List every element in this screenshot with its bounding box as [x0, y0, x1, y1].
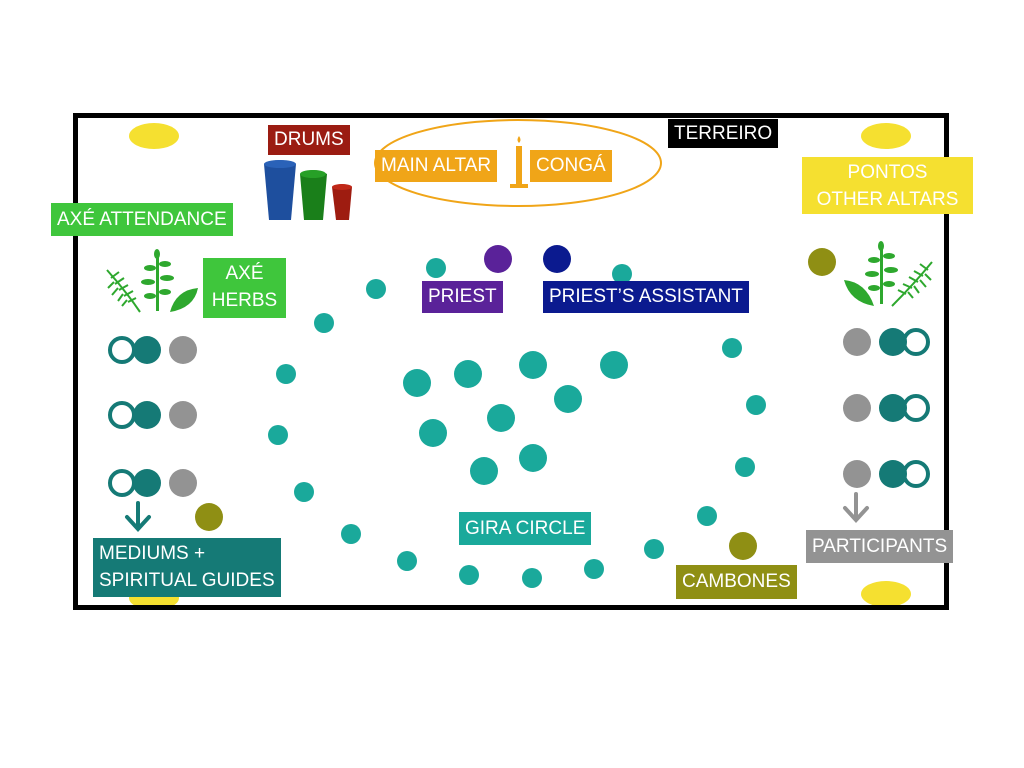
- gira-medium-dot: [612, 264, 632, 284]
- herb-sprig-icon: [865, 241, 898, 304]
- gira-center-dot: [454, 360, 482, 388]
- drum-icon: [264, 160, 352, 220]
- axe-herbs-label-line1: AXÉ: [225, 263, 264, 284]
- cambone-dot: [729, 532, 757, 560]
- participant-dot: [843, 460, 871, 488]
- terreiro-label: TERREIRO: [668, 119, 779, 148]
- participant-dot: [843, 394, 871, 422]
- participant-dot: [169, 469, 197, 497]
- medium-dot: [133, 469, 161, 497]
- medium-dot: [879, 460, 907, 488]
- pontos-other-altars-label: PONTOS OTHER ALTARS: [802, 157, 973, 214]
- main-altar-label: MAIN ALTAR: [375, 150, 498, 182]
- gira-medium-dot: [341, 524, 361, 544]
- gira-medium-dot: [294, 482, 314, 502]
- participants-label: PARTICIPANTS: [806, 530, 954, 563]
- priest-dot: [484, 245, 512, 273]
- arrow-down-icon: [125, 501, 151, 532]
- gira-center-dot: [487, 404, 515, 432]
- right-medium-rows: [843, 328, 930, 488]
- gira-center-dot: [470, 457, 498, 485]
- terreiro-frame: [73, 113, 949, 610]
- gira-circle-dots: [268, 258, 766, 588]
- gira-center-dot: [519, 351, 547, 379]
- arrow-down-icon: [843, 492, 869, 523]
- medium-dot: [133, 401, 161, 429]
- gira-medium-dot: [584, 559, 604, 579]
- gira-center-dot: [419, 419, 447, 447]
- left-medium-rows: [108, 336, 197, 497]
- spiritual-guide-ring: [902, 394, 930, 422]
- gira-medium-dot: [722, 338, 742, 358]
- gira-medium-dot: [397, 551, 417, 571]
- gira-medium-dot: [366, 279, 386, 299]
- gira-center-dot: [519, 444, 547, 472]
- spiritual-guide-ring: [902, 460, 930, 488]
- cambone-dot: [808, 248, 836, 276]
- pontos-label-line2: OTHER ALTARS: [816, 189, 959, 210]
- spiritual-guide-ring: [108, 336, 136, 364]
- gira-medium-dot: [697, 506, 717, 526]
- leaf-icon: [170, 288, 198, 312]
- herb-sprig-icon: [141, 249, 174, 311]
- gira-center-dot: [403, 369, 431, 397]
- leaf-icon: [844, 280, 874, 306]
- gira-medium-dot: [426, 258, 446, 278]
- priests-assistant-label: PRIEST’S ASSISTANT: [543, 281, 749, 313]
- medium-dot: [879, 394, 907, 422]
- gira-medium-dot: [268, 425, 288, 445]
- axe-herbs-label: AXÉ HERBS: [203, 258, 286, 318]
- mediums-label-line1: MEDIUMS +: [99, 543, 206, 564]
- drums-label: DRUMS: [268, 125, 350, 155]
- axe-herbs-label-line2: HERBS: [211, 290, 278, 311]
- gira-medium-dot: [459, 565, 479, 585]
- medium-dot: [879, 328, 907, 356]
- spiritual-guide-ring: [108, 469, 136, 497]
- gira-medium-dot: [314, 313, 334, 333]
- fern-icon: [106, 269, 141, 313]
- gira-medium-dot: [746, 395, 766, 415]
- cambones-label: CAMBONES: [676, 565, 797, 599]
- gira-center-dot: [600, 351, 628, 379]
- gira-medium-dot: [644, 539, 664, 559]
- spiritual-guide-ring: [902, 328, 930, 356]
- spiritual-guide-ring: [108, 401, 136, 429]
- corner-marker-top-right: [861, 123, 911, 149]
- cambone-dot: [195, 503, 223, 531]
- priests-assistant-dot: [543, 245, 571, 273]
- participant-dot: [169, 401, 197, 429]
- gira-medium-dot: [522, 568, 542, 588]
- candle-icon: [510, 136, 528, 188]
- gira-center-dot: [554, 385, 582, 413]
- conga-label: CONGÁ: [530, 150, 612, 182]
- participant-dot: [843, 328, 871, 356]
- corner-marker-top-left: [129, 123, 179, 149]
- gira-medium-dot: [276, 364, 296, 384]
- mediums-spiritual-guides-label: MEDIUMS + SPIRITUAL GUIDES: [93, 538, 281, 597]
- priest-label: PRIEST: [422, 281, 503, 313]
- gira-circle-label: GIRA CIRCLE: [459, 512, 592, 545]
- axe-attendance-label: AXÉ ATTENDANCE: [51, 203, 233, 236]
- mediums-label-line2: SPIRITUAL GUIDES: [99, 570, 275, 591]
- pontos-label-line1: PONTOS: [847, 162, 928, 183]
- medium-dot: [133, 336, 161, 364]
- gira-medium-dot: [735, 457, 755, 477]
- participant-dot: [169, 336, 197, 364]
- fern-icon: [891, 261, 933, 307]
- corner-marker-bottom-right: [861, 581, 911, 607]
